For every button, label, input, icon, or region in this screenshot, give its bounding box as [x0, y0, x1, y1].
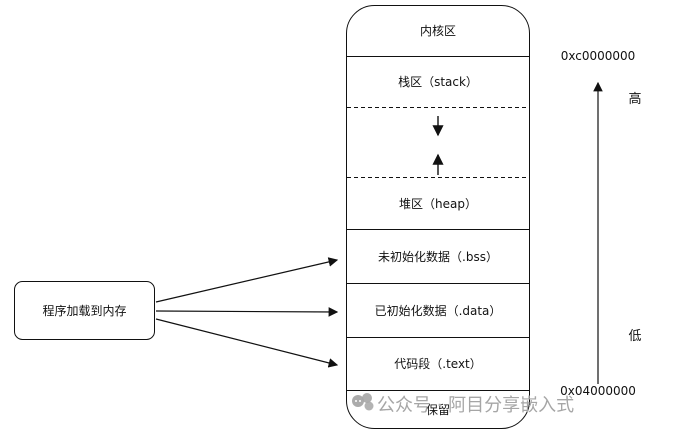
- high-address-label: 高: [628, 91, 641, 107]
- load-arrow-text: [155, 318, 339, 368]
- data-segment-label: 已初始化数据（.data）: [375, 303, 502, 318]
- memory-column: [346, 5, 530, 429]
- stack-segment-label: 栈区（stack）: [398, 74, 478, 89]
- reserved-segment-label: 保留: [426, 403, 450, 417]
- program-load-label: 程序加载到内存: [42, 303, 126, 318]
- watermark-logo-icon: [352, 393, 374, 411]
- load-arrow-data: [155, 307, 339, 317]
- heap-segment-label: 堆区（heap）: [399, 197, 477, 211]
- bss-segment-label: 未初始化数据（.bss）: [378, 249, 498, 264]
- bottom-address-label: 0x04000000: [560, 384, 636, 398]
- top-address-label: 0xc0000000: [561, 49, 636, 63]
- kernel-segment-label: 内核区: [420, 24, 456, 38]
- low-address-label: 低: [628, 329, 641, 344]
- program-load-box: [14, 281, 155, 340]
- text-segment-label: 代码段（.text）: [394, 356, 482, 371]
- watermark-text: 公众号 · 阿目分享嵌入式: [377, 395, 574, 416]
- load-arrow-bss: [155, 257, 339, 303]
- watermark: 公众号 · 阿目分享嵌入式: [352, 393, 574, 416]
